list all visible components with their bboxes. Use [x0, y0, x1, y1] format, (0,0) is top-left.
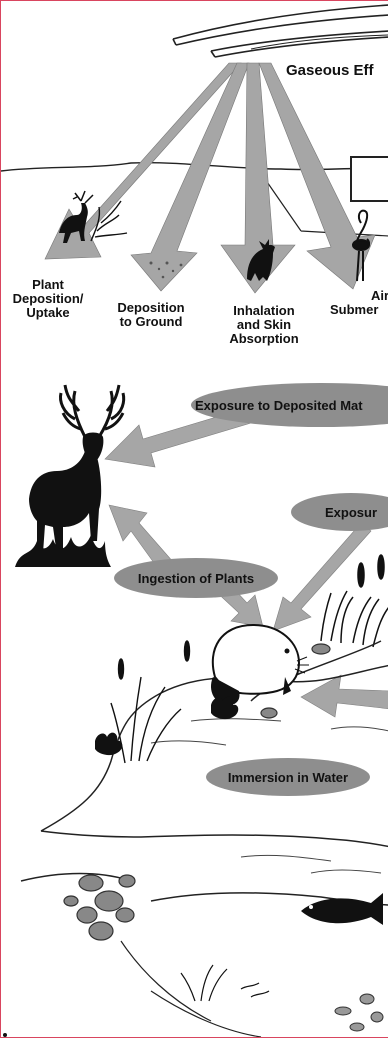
reeds-icon — [111, 641, 190, 763]
svg-text:Immersion in Water: Immersion in Water — [228, 770, 348, 785]
stream-bed — [121, 941, 261, 1037]
plant-label-3: Uptake — [26, 305, 69, 320]
plant-label-1: Plant — [32, 277, 64, 292]
pebbles — [335, 994, 383, 1031]
inhalation-label-3: Absorption — [229, 331, 298, 346]
shrub-icon — [95, 697, 238, 755]
svg-text:Ingestion of Plants: Ingestion of Plants — [138, 571, 254, 586]
gaseous-effluent-label: Gaseous Eff — [286, 62, 375, 79]
svg-text:Exposure to Deposited Mat: Exposure to Deposited Mat — [195, 398, 363, 413]
beaver-icon — [211, 625, 309, 705]
plume — [173, 5, 388, 57]
ground-label-1: Deposition — [117, 300, 184, 315]
oval-exposur: Exposur — [291, 493, 388, 531]
inhalation-label-2: and Skin — [237, 317, 291, 332]
oval-ingestion: Ingestion of Plants — [114, 558, 278, 598]
air-label-2: Submer — [330, 302, 378, 317]
arrow-exposur-to-beaver — [273, 523, 371, 631]
air-label-1: Air — [371, 288, 388, 303]
plant-label-2: Deposition/ — [13, 291, 84, 306]
ground-label-2: to Ground — [120, 314, 183, 329]
svg-text:Exposur: Exposur — [325, 505, 377, 520]
inhalation-label-1: Inhalation — [233, 303, 294, 318]
oval-immersion: Immersion in Water — [206, 758, 370, 796]
deer-icon — [15, 385, 124, 567]
fish-icon — [301, 893, 383, 925]
dot-mark — [3, 1033, 7, 1037]
facility-building — [351, 157, 388, 201]
bottom-vegetation — [181, 965, 269, 1001]
plume-arrows — [45, 63, 375, 293]
water-lines — [151, 719, 388, 873]
